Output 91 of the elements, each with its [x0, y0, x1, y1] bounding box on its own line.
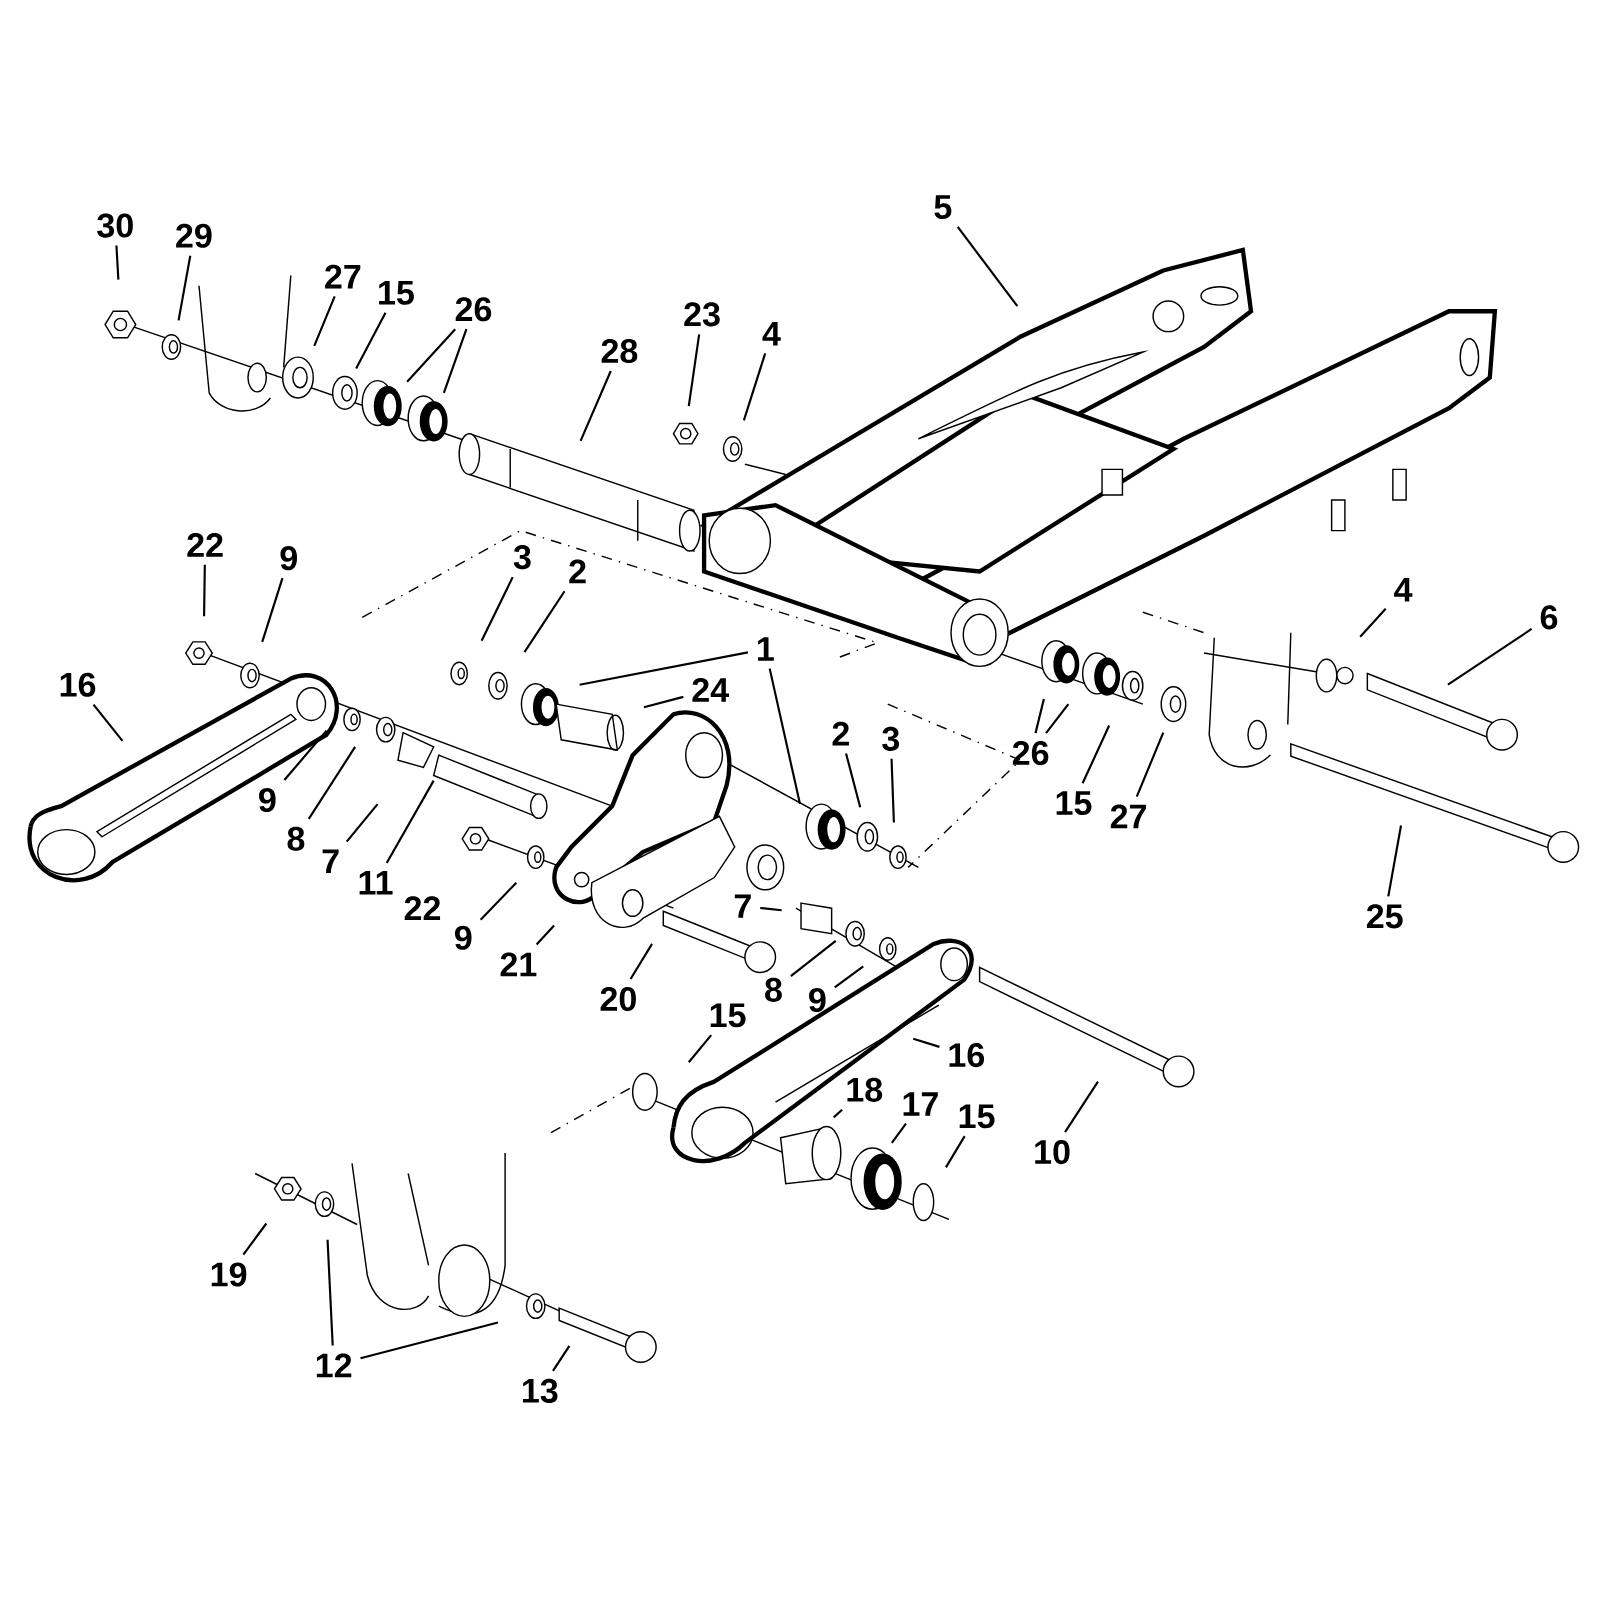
callout-number: 10	[1035, 1140, 1070, 1165]
callout-number: 29	[176, 223, 212, 248]
callout-number: 16	[60, 672, 96, 697]
callout-number: 6	[1540, 605, 1558, 630]
callout-number: 28	[601, 338, 638, 364]
leader-line	[579, 370, 612, 442]
callout-number: 9	[259, 787, 276, 813]
leader-line	[406, 328, 456, 383]
callout-number: 22	[187, 533, 223, 557]
callout-number: 11	[359, 870, 393, 895]
callout-number: 24	[692, 677, 729, 702]
leader-line	[1081, 725, 1111, 784]
callout-number: 9	[809, 987, 826, 1013]
leader-line	[890, 758, 895, 823]
callout-number: 2	[832, 721, 849, 746]
leader-line	[326, 1239, 334, 1346]
leader-line	[643, 695, 684, 709]
leader-line	[479, 881, 518, 921]
leader-line	[261, 577, 284, 643]
leader-line	[1359, 608, 1387, 638]
leader-line	[1045, 703, 1070, 734]
leader-line	[1447, 628, 1533, 686]
callout-number: 15	[1056, 791, 1092, 815]
leader-line	[177, 255, 192, 321]
callout-number: 27	[1110, 804, 1146, 829]
callout-number: 3	[882, 726, 900, 751]
callout-number: 23	[684, 302, 720, 327]
callout-number: 9	[280, 546, 297, 571]
callout-number: 2	[569, 559, 586, 584]
leader-line	[912, 1037, 940, 1048]
leader-line	[345, 803, 379, 843]
callout-number: 18	[847, 1077, 883, 1102]
leader-line	[355, 312, 387, 369]
leader-line	[283, 729, 328, 781]
callout-number: 30	[97, 213, 133, 238]
callout-number: 5	[934, 195, 952, 220]
leader-line	[1387, 825, 1403, 897]
leader-line	[385, 780, 435, 864]
leader-line	[307, 746, 356, 820]
callout-number: 27	[325, 264, 361, 289]
leader-line	[760, 906, 782, 912]
callout-number: 20	[600, 986, 636, 1012]
leader-line	[523, 590, 566, 653]
callout-number: 1	[757, 637, 774, 661]
leader-line	[1064, 1081, 1099, 1133]
callout-number: 7	[322, 849, 339, 873]
callout-number: 26	[455, 297, 492, 322]
leader-line	[768, 668, 802, 805]
callout-number: 4	[1394, 578, 1413, 602]
callout-number: 15	[379, 280, 414, 305]
callout-number: 16	[949, 1043, 985, 1068]
callout-number: 25	[1366, 904, 1403, 929]
leader-line	[535, 924, 555, 946]
leader-line	[629, 943, 653, 980]
callout-number: 15	[959, 1104, 995, 1129]
leader-line	[832, 1109, 843, 1119]
leader-line	[687, 334, 701, 407]
leader-line	[945, 1135, 966, 1168]
callout-number: 7	[734, 894, 751, 918]
callout-number: 22	[404, 896, 441, 921]
leader-line	[1034, 698, 1045, 734]
leader-line	[687, 1034, 713, 1063]
callout-number: 8	[765, 977, 782, 1002]
leader-line	[360, 1321, 499, 1360]
leader-line	[845, 753, 862, 808]
leader-line	[890, 1123, 907, 1144]
callout-number: 19	[211, 1262, 247, 1287]
leader-line	[480, 576, 514, 642]
callout-number: 12	[316, 1353, 352, 1378]
callout-number: 4	[762, 321, 781, 346]
leader-line	[203, 564, 206, 617]
leader-line	[242, 1222, 268, 1256]
leader-line	[115, 245, 120, 280]
callout-number: 26	[1012, 741, 1049, 766]
callout-number: 9	[454, 925, 472, 950]
leader-line	[442, 328, 468, 394]
callout-number: 15	[710, 1003, 746, 1028]
leader-line	[742, 353, 767, 421]
leader-line	[956, 226, 1019, 307]
callout-number: 8	[287, 826, 305, 851]
leader-line	[834, 965, 864, 989]
leader-line	[313, 295, 336, 347]
leader-line	[92, 704, 124, 742]
leader-line	[790, 940, 837, 977]
leader-line	[579, 651, 749, 686]
leader-line	[552, 1345, 571, 1372]
leader-line	[1135, 732, 1165, 797]
callout-number: 13	[523, 1378, 558, 1403]
callout-number: 17	[903, 1092, 938, 1116]
callout-number: 21	[500, 952, 537, 977]
callout-number: 3	[513, 545, 531, 570]
